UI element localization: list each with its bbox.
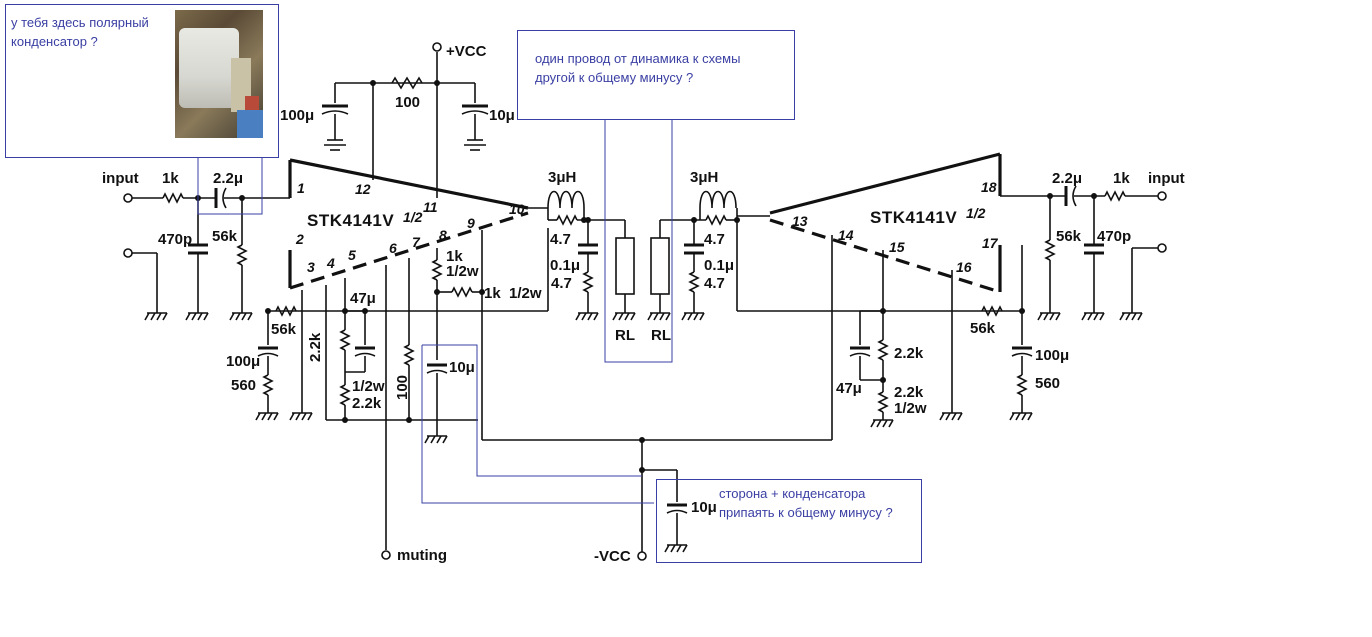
pin-15: 15 xyxy=(889,239,905,255)
r-1k-pin8-w-label: 1/2w xyxy=(446,263,479,280)
c-10u-mid-label: 10μ xyxy=(449,359,475,376)
muting-label: muting xyxy=(397,547,447,564)
r-2k2-right-b-label: 2.2k xyxy=(894,384,924,401)
rl-left-label: RL xyxy=(615,327,635,344)
pin-18: 18 xyxy=(981,179,997,195)
pin-3: 3 xyxy=(307,259,315,275)
note-polar-cap-text: у тебя здесь полярный конденсатор ? xyxy=(11,15,149,49)
input-left-label: input xyxy=(102,170,139,187)
c-470p-right-label: 470p xyxy=(1097,228,1131,245)
pin-4: 4 xyxy=(326,255,335,271)
r-100-left-label: 100 xyxy=(394,375,411,400)
r-4u7b-left-label: 4.7 xyxy=(551,275,572,292)
r-2k2-left-label: 2.2k xyxy=(307,332,324,362)
c-100u-right-label: 100μ xyxy=(1035,347,1069,364)
pin-9: 9 xyxy=(467,215,475,231)
c-2u2-left-label: 2.2μ xyxy=(213,170,243,187)
pin-8: 8 xyxy=(439,227,447,243)
r-1k-in-right-label: 1k xyxy=(1113,170,1130,187)
r-560-right-label: 560 xyxy=(1035,375,1060,392)
chip-left-label: STK4141V xyxy=(307,211,394,230)
r-1k-fb-w-label: 1/2w xyxy=(509,285,542,302)
r-2k2-right-a-label: 2.2k xyxy=(894,345,924,362)
note-speaker-wire-text: один провод от динамика к схемы другой к… xyxy=(535,51,741,85)
capacitor-body xyxy=(179,28,239,108)
l-3uh-right-label: 3μH xyxy=(690,169,718,186)
pin-13: 13 xyxy=(792,213,808,229)
chip-right-half: 1/2 xyxy=(966,205,986,221)
pin-11: 11 xyxy=(423,199,438,215)
chip-left-half: 1/2 xyxy=(403,209,423,225)
pin-2: 2 xyxy=(295,231,304,247)
l-3uh-left-label: 3μH xyxy=(548,169,576,186)
r-4u7b-right-label: 4.7 xyxy=(704,275,725,292)
photo-detail-red xyxy=(245,96,259,110)
annotation-outlines xyxy=(197,120,673,504)
rl-right-label: RL xyxy=(651,327,671,344)
r-1k-in-left-label: 1k xyxy=(162,170,179,187)
input-right-label: input xyxy=(1148,170,1185,187)
c-100u-left-label: 100μ xyxy=(226,353,260,370)
note-cap-plus-side-text: сторона + конденсатора припаять к общему… xyxy=(719,486,893,520)
r-560-left-label: 560 xyxy=(231,377,256,394)
r-56k-left-label: 56k xyxy=(212,228,238,245)
r-4u7-left-label: 4.7 xyxy=(550,231,571,248)
note-speaker-wire: один провод от динамика к схемы другой к… xyxy=(517,30,795,120)
c-10u-bottom-label: 10μ xyxy=(691,499,717,516)
r-56k-fb-right-label: 56k xyxy=(970,320,996,337)
r-100-top-label: 100 xyxy=(395,94,420,111)
pin-10: 10 xyxy=(509,201,525,217)
note-polar-cap: у тебя здесь полярный конденсатор ? xyxy=(5,4,279,158)
pin-7: 7 xyxy=(412,234,421,250)
pin-5: 5 xyxy=(348,247,356,263)
c-2u2-right-label: 2.2μ xyxy=(1052,170,1082,187)
r-56k-right-label: 56k xyxy=(1056,228,1082,245)
pin-17: 17 xyxy=(982,235,999,251)
vcc-neg-label: -VCC xyxy=(594,548,631,565)
c-100u-top-label: 100μ xyxy=(280,107,314,124)
c-10u-top-label: 10μ xyxy=(489,107,515,124)
r-2k2-left-w-label: 1/2w xyxy=(352,378,385,395)
r-2k2-left-b-label: 2.2k xyxy=(352,395,382,412)
c-470p-left-label: 470p xyxy=(158,231,192,248)
pin-16: 16 xyxy=(956,259,972,275)
vcc-pos-label: +VCC xyxy=(446,43,487,60)
wiring xyxy=(123,42,1167,561)
note-cap-plus-side: сторона + конденсатора припаять к общему… xyxy=(656,479,922,563)
pin-1: 1 xyxy=(297,180,305,196)
r-2k2-right-w-label: 1/2w xyxy=(894,400,927,417)
c-0u1-right-label: 0.1μ xyxy=(704,257,734,274)
c-47u-right-label: 47μ xyxy=(836,380,862,397)
c-47u-left-label: 47μ xyxy=(350,290,376,307)
r-56k-fb-left-label: 56k xyxy=(271,321,297,338)
r-4u7-right-label: 4.7 xyxy=(704,231,725,248)
c-0u1-left-label: 0.1μ xyxy=(550,257,580,274)
pin-6: 6 xyxy=(389,240,397,256)
pin-12: 12 xyxy=(355,181,371,197)
capacitor-photo xyxy=(175,10,263,138)
r-1k-fb-label: 1k xyxy=(484,285,501,302)
chip-right-label: STK4141V xyxy=(870,208,957,227)
photo-detail-blue xyxy=(237,110,263,138)
r-1k-pin8-label: 1k xyxy=(446,248,463,265)
junction-dots xyxy=(195,80,1097,473)
pin-14: 14 xyxy=(838,227,854,243)
